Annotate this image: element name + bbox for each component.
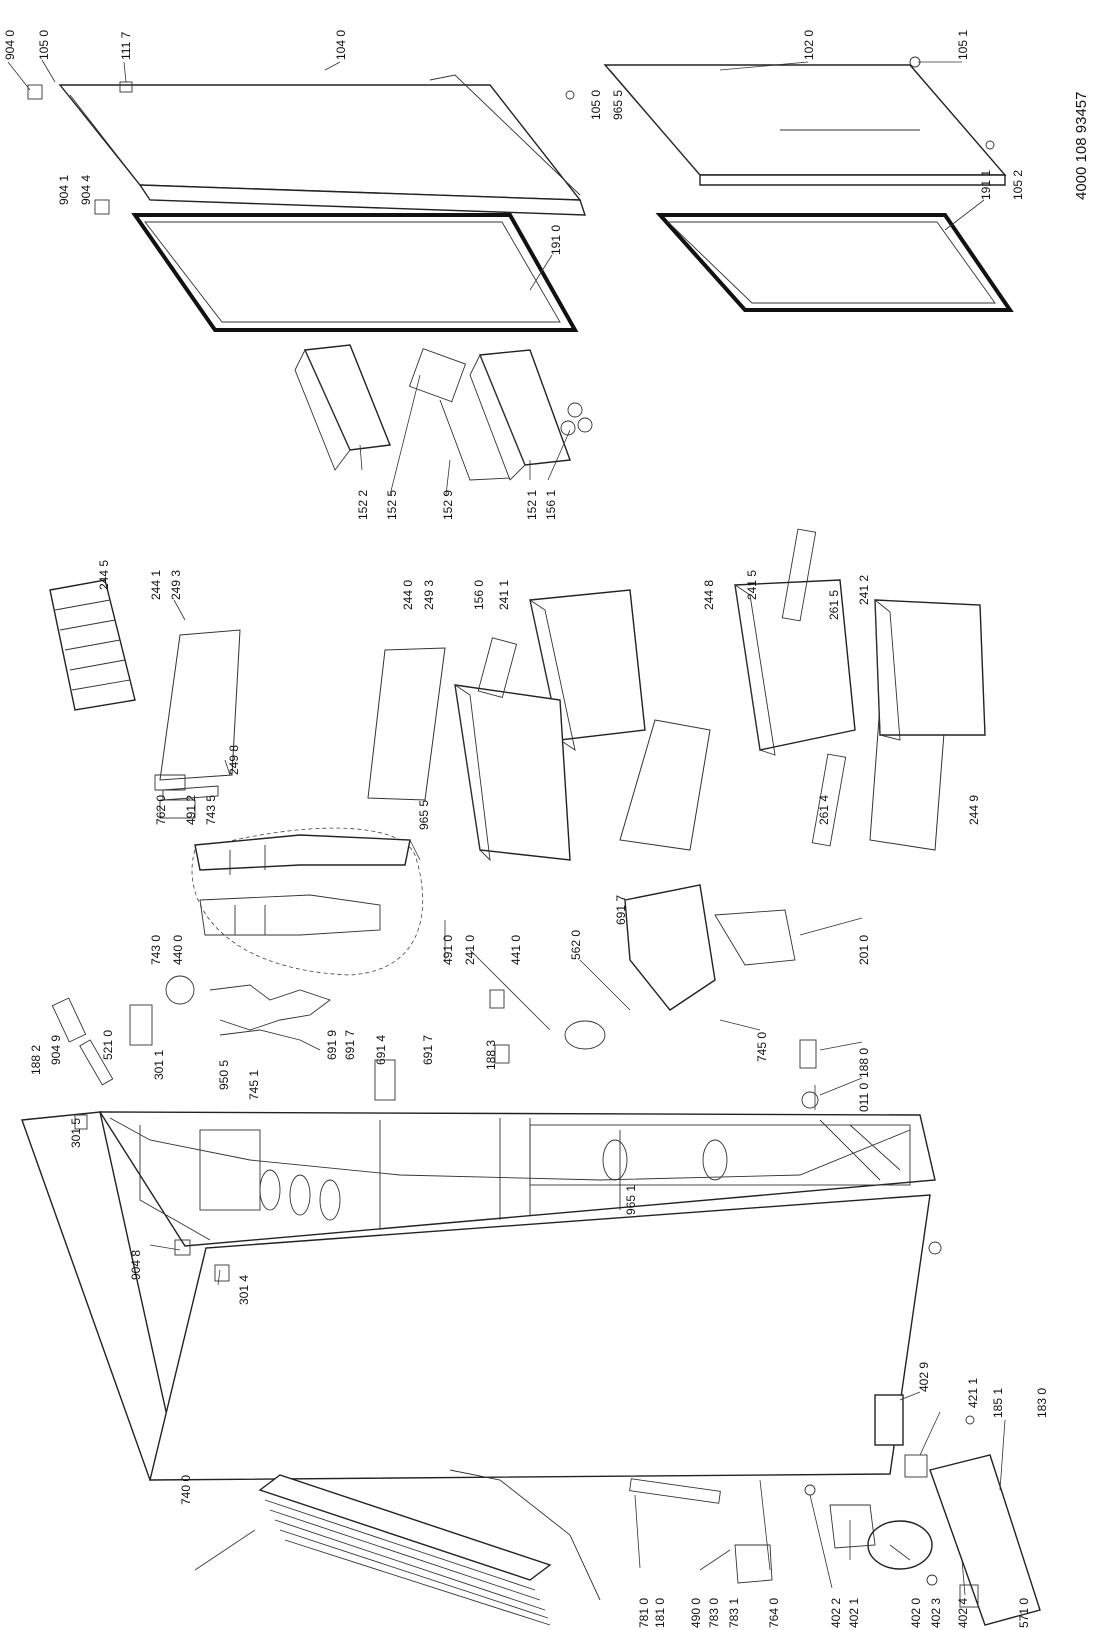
part-label: 571 0: [1017, 1598, 1031, 1628]
part-label: 743 0: [149, 935, 163, 965]
part-label: 691 7: [421, 1035, 435, 1065]
part-label: 965 5: [417, 800, 431, 830]
part-label: 965 1: [624, 1185, 638, 1215]
part-label: 743 5: [204, 795, 218, 825]
part-label: 191 1: [979, 170, 993, 200]
part-label: 261 4: [817, 795, 831, 825]
part-label: 181 0: [653, 1598, 667, 1628]
part-label: 241 1: [497, 580, 511, 610]
part-label: 762 0: [154, 795, 168, 825]
part-label: 764 0: [767, 1598, 781, 1628]
part-label: 904 8: [129, 1250, 143, 1280]
part-label: 691 4: [374, 1035, 388, 1065]
part-label: 185 1: [991, 1388, 1005, 1418]
fridge-door-drawing: [603, 64, 1007, 186]
line-art: [7, 56, 1041, 1626]
part-label: 105 0: [589, 90, 603, 120]
part-labels: 904 0 105 0 111 7 104 0 102 0 105 1 105 …: [3, 30, 1090, 1628]
part-label: 156 0: [472, 580, 486, 610]
part-label: 904 1: [57, 175, 71, 205]
part-label: 188 3: [484, 1040, 498, 1070]
part-label: 491 2: [184, 795, 198, 825]
document-number: 4000 108 93457: [1073, 92, 1090, 200]
part-label: 421 1: [966, 1378, 980, 1408]
bottle-rack-drawing: [49, 579, 136, 711]
part-label: 562 0: [569, 930, 583, 960]
fridge-gasket-drawing: [655, 213, 1014, 312]
part-label: 691 9: [325, 1030, 339, 1060]
part-label: 201 0: [857, 935, 871, 965]
part-label: 011 0: [857, 1083, 871, 1112]
glass-shelves-drawing: [159, 629, 946, 851]
part-label: 904 4: [79, 175, 93, 205]
part-label: 301 4: [237, 1275, 251, 1305]
part-label: 152 5: [385, 490, 399, 520]
part-label: 104 0: [334, 30, 348, 60]
part-label: 491 0: [441, 935, 455, 965]
part-label: 249 3: [169, 570, 183, 600]
drawers-drawing: [454, 528, 986, 862]
condenser-drawing: [258, 1469, 601, 1626]
part-label: 156 1: [544, 490, 558, 520]
leader-lines: [7, 59, 1006, 1596]
part-label: 102 0: [802, 30, 816, 60]
cabinet-drawing: [21, 1111, 942, 1481]
fan-heater-drawing: [51, 975, 396, 1101]
part-label: 745 1: [247, 1070, 261, 1100]
part-label: 745 0: [755, 1032, 769, 1062]
part-label: 244 5: [97, 560, 111, 590]
part-label: 261 5: [827, 590, 841, 620]
part-label: 244 1: [149, 570, 163, 600]
part-label: 301 1: [152, 1050, 166, 1080]
part-label: 241 5: [745, 570, 759, 600]
part-label: 904 9: [49, 1035, 63, 1065]
compartment-fan-drawing: [489, 884, 819, 1109]
part-label: 188 0: [857, 1048, 871, 1078]
part-label: 111 7: [119, 31, 133, 60]
part-label: 402 9: [917, 1362, 931, 1392]
part-label: 440 0: [171, 935, 185, 965]
part-label: 402 1: [847, 1598, 861, 1628]
part-label: 183 0: [1035, 1388, 1049, 1418]
part-label: 402 3: [929, 1598, 943, 1628]
part-label: 105 0: [37, 30, 51, 60]
part-label: 241 2: [857, 575, 871, 605]
part-label: 691 7: [343, 1030, 357, 1060]
part-label: 188 2: [29, 1045, 43, 1075]
part-label: 740 0: [179, 1475, 193, 1505]
part-label: 241 0: [463, 935, 477, 965]
part-label: 490 0: [689, 1598, 703, 1628]
part-label: 244 8: [702, 580, 716, 610]
evaporator-assembly-drawing: [154, 774, 423, 976]
part-label: 402 2: [829, 1598, 843, 1628]
part-label: 152 1: [525, 490, 539, 520]
part-label: 950 5: [217, 1060, 231, 1090]
part-label: 521 0: [101, 1030, 115, 1060]
part-label: 191 0: [549, 225, 563, 255]
part-label: 244 9: [967, 795, 981, 825]
part-label: 402 0: [909, 1598, 923, 1628]
part-label: 402 4: [956, 1598, 970, 1628]
part-label: 249 8: [227, 745, 241, 775]
part-label: 152 2: [356, 490, 370, 520]
door-balconies-drawing: [294, 344, 593, 481]
part-label: 152 9: [441, 490, 455, 520]
part-label: 301 5: [69, 1118, 83, 1148]
part-label: 244 0: [401, 580, 415, 610]
part-label: 904 0: [3, 30, 17, 60]
freezer-door-drawing: [58, 74, 586, 216]
part-label: 781 0: [637, 1598, 651, 1628]
part-label: 783 0: [707, 1598, 721, 1628]
part-label: 441 0: [509, 935, 523, 965]
part-label: 105 1: [956, 30, 970, 60]
part-label: 105 2: [1011, 170, 1025, 200]
part-label: 965 5: [611, 90, 625, 120]
compressor-area-drawing: [629, 1394, 1041, 1626]
part-label: 249 3: [422, 580, 436, 610]
part-label: 691 7: [614, 895, 628, 925]
part-label: 783 1: [727, 1598, 741, 1628]
freezer-gasket-drawing: [131, 213, 579, 332]
